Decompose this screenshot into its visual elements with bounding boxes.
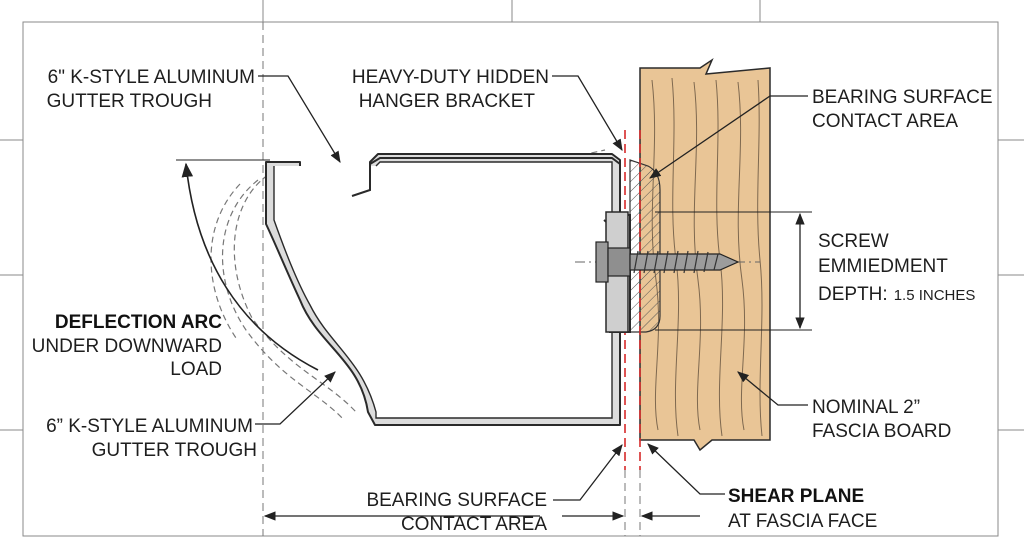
label-screw-1: SCREW — [818, 231, 889, 252]
label-bearing-top-1: BEARING SURFACE — [812, 87, 993, 108]
label-fascia-1: NOMINAL 2” — [812, 397, 920, 418]
deflection-arc — [176, 159, 319, 371]
label-shear-2: AT FASCIA FACE — [728, 511, 877, 532]
bearing-contact-zone — [629, 159, 661, 333]
label-hanger-1: HEAVY-DUTY HIDDEN — [352, 67, 549, 88]
label-hanger-2: HANGER BRACKET — [359, 91, 536, 112]
label-shear-1: SHEAR PLANE — [728, 486, 864, 507]
label-deflection-1: DEFLECTION ARC — [55, 312, 222, 333]
embedment-dimension — [655, 211, 812, 331]
label-screw-3: DEPTH:1.5 INCHES — [818, 284, 975, 305]
label-bearing-bottom-1: BEARING SURFACE — [366, 490, 547, 511]
drawing-frame — [0, 0, 1024, 537]
label-gutter-top-2: GUTTER TROUGH — [47, 91, 212, 112]
reference-lines — [262, 22, 641, 536]
label-gutter-bottom-1: 6” K-STYLE ALUMINUM — [46, 416, 253, 437]
label-screw-2: EMMIEDMENT — [818, 256, 948, 277]
gutter-inner-wall — [273, 161, 613, 419]
label-gutter-bottom-2: GUTTER TROUGH — [92, 440, 257, 461]
screw-icon — [575, 241, 760, 283]
label-deflection-2: UNDER DOWNWARD — [32, 336, 222, 357]
label-fascia-2: FASCIA BOARD — [812, 421, 951, 442]
label-gutter-top-1: 6" K-STYLE ALUMINUM — [48, 67, 255, 88]
leader-lines — [255, 75, 808, 501]
label-bearing-top-2: CONTACT AREA — [812, 111, 958, 132]
label-bearing-bottom-2: CONTACT AREA — [401, 514, 547, 535]
label-deflection-3: LOAD — [170, 359, 222, 380]
